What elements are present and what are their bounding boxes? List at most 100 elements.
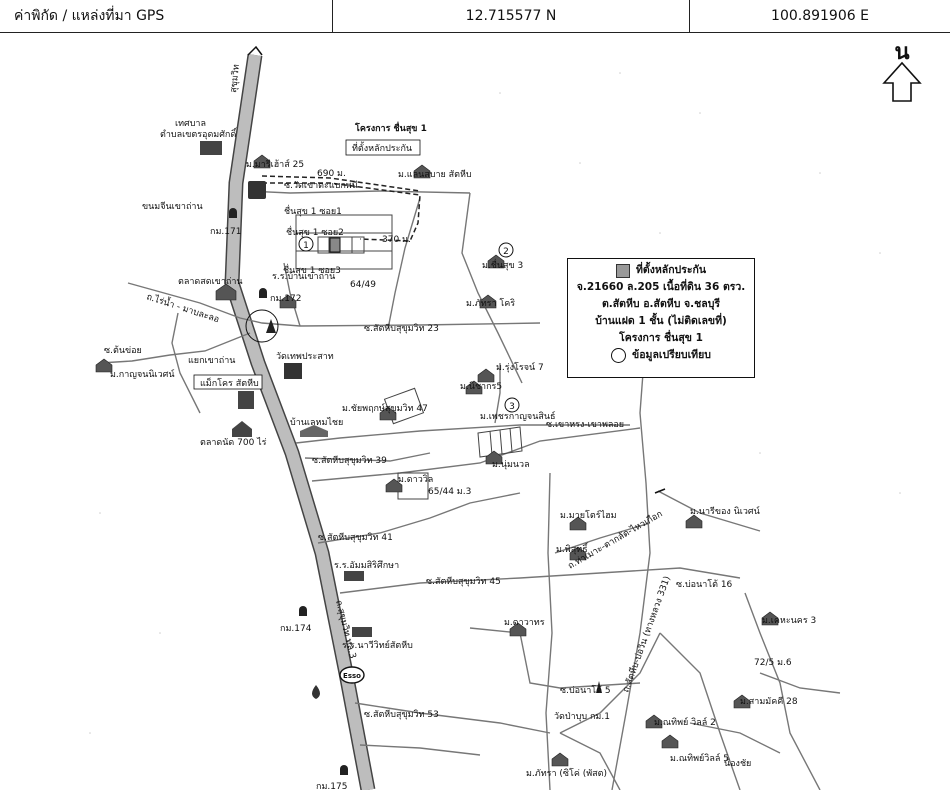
- pattaya-village-label: ม.ดาววิล: [398, 474, 433, 485]
- coordinates-header: ค่าพิกัด / แหล่งที่มา GPS 12.715577 N 10…: [0, 0, 950, 33]
- natthaporn-label: ม.ดาวาทร: [504, 618, 545, 628]
- soi-wat-label: ซ.วัดเขาตะแบกพนี: [284, 180, 358, 191]
- compare-plots-3: [477, 426, 523, 458]
- soi1-label: ชื่นสุข 1 ซอย1: [284, 204, 342, 217]
- market-icon: [232, 421, 252, 437]
- north-letter: น: [894, 40, 909, 65]
- km175-label: กม.175: [316, 782, 347, 790]
- soi-sattahip39-label: ซ.สัตหีบสุขุมวิท 39: [312, 455, 387, 466]
- north-arrow-on-road: [247, 45, 263, 56]
- soi-khaochalong-label: ซ.เขาหรง-เขาพลอย: [546, 420, 624, 430]
- km171-label: กม.171: [210, 227, 241, 237]
- maree25-label: ม.มารีเฮ้าส์ 25: [246, 158, 304, 170]
- store-icon: [248, 181, 266, 199]
- house-icons: [95, 154, 779, 767]
- collateral-box-label: ที่ตั้งหลักประกัน: [352, 141, 412, 154]
- makro-icon: [238, 391, 254, 409]
- km-marker-174: [299, 606, 307, 616]
- yaek-label: แยกเขาถ่าน: [188, 356, 235, 366]
- kanjana-label: ม.กาญจนนิเวศน์: [110, 368, 175, 380]
- sanmat28-label: ม.สามมัคคี 28: [740, 696, 798, 707]
- km172-label: กม.172: [270, 294, 301, 304]
- lot725-label: 72/5 ม.6: [754, 658, 792, 668]
- wat-thep-label: วัดเทพประสาท: [276, 352, 334, 362]
- svg-text:1: 1: [303, 241, 309, 251]
- compare-circle-icon: [611, 348, 627, 363]
- svg-text:2: 2: [503, 247, 509, 257]
- green-arrow-icon: [654, 488, 666, 494]
- school-icon: [284, 363, 302, 379]
- rr-khaothan-label: ร.ร.บ้านเขาถ่าน: [272, 271, 335, 282]
- ninhaking-label: ม.นิชากร5: [460, 381, 502, 392]
- dashed-route: [261, 175, 421, 242]
- phetkan-label: ม.เพชรกาญจนสินธ์: [480, 410, 555, 422]
- collateral-plot: [329, 237, 341, 253]
- marker-3: 3: [504, 397, 520, 413]
- chuen3-label: ม.ชื่นสุข 3: [482, 258, 523, 271]
- bo-nao5-label: ซ.บ่อนาโต้ 5: [560, 685, 611, 696]
- soi2-label: ชื่นสุข 1 ซอย2: [286, 225, 344, 238]
- kedanakhon3-label: ม.เคหะนคร 3: [762, 616, 816, 626]
- minor-roads: [99, 190, 841, 790]
- municipality-label-2: ตำบลเขตรอุดมศักดิ์: [160, 127, 238, 140]
- legend-compare-label: ข้อมูลเปรียบเทียบ: [632, 349, 711, 361]
- location-map: 1 2 3: [89, 40, 922, 790]
- km-marker-172: [259, 288, 267, 298]
- wat-bupha-label: วัดป่าบุบ กม.1: [554, 712, 610, 722]
- legend-line2: ต.สัตหีบ อ.สัตหีบ จ.ชลบุรี: [601, 298, 721, 310]
- yaek-khaothan-circle: [245, 309, 279, 343]
- gps-source-label: ค่าพิกัด / แหล่งที่มา GPS: [0, 0, 333, 32]
- road-sattahip-w-label: ถ.สัตหีบ-บ่อวิน (ทางหลวง 331): [620, 575, 672, 694]
- khanom-label: ขนมจีนเขาถ่าน: [142, 201, 203, 212]
- makro-label: แม็กโคร สัตหีบ: [200, 376, 259, 389]
- project-label: โครงการ ชื่นสุข 1: [354, 121, 427, 134]
- landmark-icons: Esso: [200, 141, 666, 775]
- municipality-label-1: เทศบาล: [175, 119, 206, 129]
- dist690-label: 690 ม.: [317, 169, 346, 179]
- soi3-label: ชื่นสุข 1 ซอย3: [283, 263, 341, 276]
- municipality-icon: [200, 141, 222, 155]
- baanlaem-label: บ้านเลหมไชย: [290, 417, 343, 428]
- phatra-city-label: ม.ภัทรา (ซิโค่ (พัสต): [526, 768, 607, 779]
- legend-marker-label: ที่ตั้งหลักประกัน: [635, 264, 707, 276]
- dist370-label: 370 ม.: [382, 235, 411, 245]
- km-marker-175: [340, 765, 348, 775]
- kaonsai-label: ซ.ต้นข่อย: [104, 345, 142, 356]
- nongchai-label: น้องชัย: [724, 758, 751, 769]
- project-plots: [295, 214, 393, 270]
- sukhumvit-label: สุขุมวิท: [228, 64, 242, 94]
- lot6449-label: 64/49: [350, 280, 376, 290]
- marie-nivet-label: ม.นารีของ นิเวศน์: [690, 505, 760, 517]
- soi-sattahip41-label: ซ.สัตหีบสุขุมวิท 41: [318, 532, 393, 543]
- svg-text:3: 3: [509, 402, 515, 412]
- esso-icon: [339, 666, 365, 684]
- college-label: ร.ร.นาวีวิทย์สัตหีบ: [342, 639, 413, 651]
- svg-text:Esso: Esso: [343, 672, 361, 680]
- temple-icon: [266, 319, 276, 333]
- laemsabai-label: ม.แลนสบาย สัตหีบ: [398, 169, 472, 180]
- km-marker-171: [229, 208, 237, 218]
- legend-box: ที่ตั้งหลักประกัน จ.21660 ล.205 เนื้อที่…: [567, 258, 755, 378]
- legend-marker-row: ที่ตั้งหลักประกัน: [568, 262, 754, 279]
- rr-ammat-icon: [344, 571, 364, 581]
- nuonuan-label: ม.นุ่มนวล: [492, 460, 530, 470]
- legend-compare-row: ข้อมูลเปรียบเทียบ: [568, 347, 754, 364]
- marker-2: 2: [498, 242, 514, 258]
- fuel-drop-icon: [312, 685, 320, 699]
- prasom-label: ม.ชัยพฤกษ์สุขุมวิท 47: [342, 402, 428, 414]
- marker-1: 1: [298, 236, 314, 252]
- market700-label: ตลาดนัด 700 ไร่: [200, 437, 267, 448]
- rr-ammat-label: ร.ร.อัมมสิริศึกษา: [334, 560, 399, 571]
- legend-line1: จ.21660 ล.205 เนื้อที่ดิน 36 ตรว.: [576, 281, 746, 293]
- paper-texture: [89, 72, 901, 734]
- collateral-square-icon: [615, 263, 630, 278]
- rungrot7-label: ม.รุ่งโรจน์ 7: [496, 361, 544, 373]
- longitude-value: 100.891906 E: [771, 8, 869, 24]
- soi-noi16-label: ซ.บ่อนาโต้ 16: [676, 579, 733, 590]
- manathip5-label: ม.ณทิพย์วิลล์ 5: [670, 752, 729, 764]
- north-arrow: น: [882, 40, 922, 102]
- lot6544-label: 65/44 ม.3: [428, 487, 471, 497]
- pattaya2-label: ม.พิสุทธิ์: [556, 542, 589, 555]
- college-icon: [352, 627, 372, 637]
- manathip2-label: ม.ณทิพย์ วิลล์ 2: [654, 716, 716, 728]
